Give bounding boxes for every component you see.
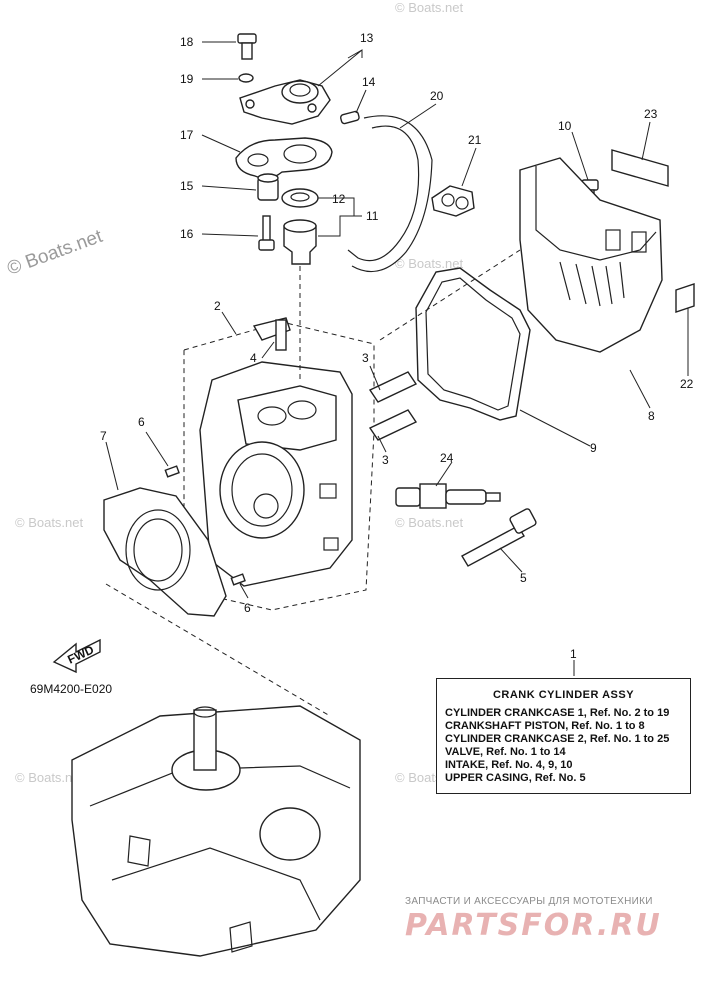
brand-logo: PARTSFOR.RU	[405, 908, 662, 943]
watermark: © Boats.net	[15, 515, 84, 530]
part-4-fitting	[252, 317, 291, 351]
part-21-clip	[431, 185, 475, 217]
watermark-large: © Boats.net	[5, 226, 106, 280]
callout-4: 4	[250, 351, 257, 365]
callout-16: 16	[180, 227, 194, 241]
crankcase-assembly	[71, 705, 361, 957]
callout-8: 8	[648, 409, 655, 423]
part-14-nipple	[339, 110, 360, 125]
callout-18: 18	[180, 35, 194, 49]
callout-6-upper: 6	[138, 415, 145, 429]
legend-row: INTAKE, Ref. No. 4, 9, 10	[445, 759, 573, 771]
legend-row: CYLINDER CRANKCASE 1, Ref. No. 2 to 19	[445, 707, 670, 719]
assembly-legend-box: CRANK CYLINDER ASSY CYLINDER CRANKCASE 1…	[436, 678, 691, 794]
legend-title: CRANK CYLINDER ASSY	[492, 689, 635, 701]
callout-3-upper: 3	[362, 351, 369, 365]
callout-22: 22	[680, 377, 694, 391]
callout-leaders	[105, 41, 689, 676]
callout-3-lower: 3	[382, 453, 389, 467]
legend-row: CRANKSHAFT PISTON, Ref. No. 1 to 8	[445, 720, 645, 732]
fwd-arrow-icon: FWD	[52, 638, 101, 674]
watermark: © Boats.net	[395, 515, 464, 530]
watermark: © Boats.net	[15, 770, 84, 785]
callout-11: 11	[366, 209, 379, 223]
part-12-seal	[281, 188, 319, 208]
part-5-bolt	[461, 508, 537, 567]
fwd-label: FWD	[65, 642, 96, 666]
callout-1: 1	[570, 647, 577, 661]
watermark: © Boats.net	[395, 256, 464, 271]
watermark: © Boats.net	[395, 0, 464, 15]
part-23-label	[611, 149, 669, 187]
part-7-head-gasket	[103, 487, 227, 617]
callout-9: 9	[590, 441, 597, 455]
part-17-gasket	[235, 137, 333, 179]
legend-row: UPPER CASING, Ref. No. 5	[445, 772, 586, 784]
part-2-cylinder-block	[183, 321, 375, 611]
part-11-thermostat	[283, 219, 317, 265]
callout-24: 24	[440, 451, 454, 465]
part-22-plate	[675, 283, 695, 313]
callout-2: 2	[214, 299, 221, 313]
legend-row: CYLINDER CRANKCASE 2, Ref. No. 1 to 25	[445, 733, 670, 745]
part-6-pin	[230, 573, 246, 586]
callout-23: 23	[644, 107, 658, 121]
part-9-gasket	[415, 267, 531, 421]
part-6-pin	[164, 465, 180, 478]
brand-tagline: ЗАПЧАСТИ И АКСЕССУАРЫ ДЛЯ МОТОТЕХНИКИ	[405, 896, 653, 907]
callout-20: 20	[430, 89, 444, 103]
callout-10: 10	[558, 119, 572, 133]
part-24-spark-plug	[395, 483, 501, 509]
part-13-thermostat-cover	[239, 79, 331, 125]
callout-12: 12	[332, 192, 346, 206]
legend-row: VALVE, Ref. No. 1 to 14	[445, 746, 566, 758]
callout-14: 14	[362, 75, 376, 89]
callout-19: 19	[180, 72, 194, 86]
part-19-washer	[238, 73, 254, 83]
part-15-collar	[257, 173, 279, 201]
callout-5: 5	[520, 571, 527, 585]
diagram-code: 69M4200-E020	[30, 682, 113, 696]
part-16-bolt	[258, 215, 275, 251]
part-18-bolt	[237, 33, 257, 60]
callout-15: 15	[180, 179, 194, 193]
callout-6-lower: 6	[244, 601, 251, 615]
part-20-hose	[347, 115, 433, 273]
part-8-intake-silencer	[519, 157, 663, 353]
callout-21: 21	[468, 133, 482, 147]
part-3-dowel-pins	[368, 371, 418, 441]
callout-17: 17	[180, 128, 194, 142]
callout-7: 7	[100, 429, 107, 443]
callout-13: 13	[360, 31, 374, 45]
